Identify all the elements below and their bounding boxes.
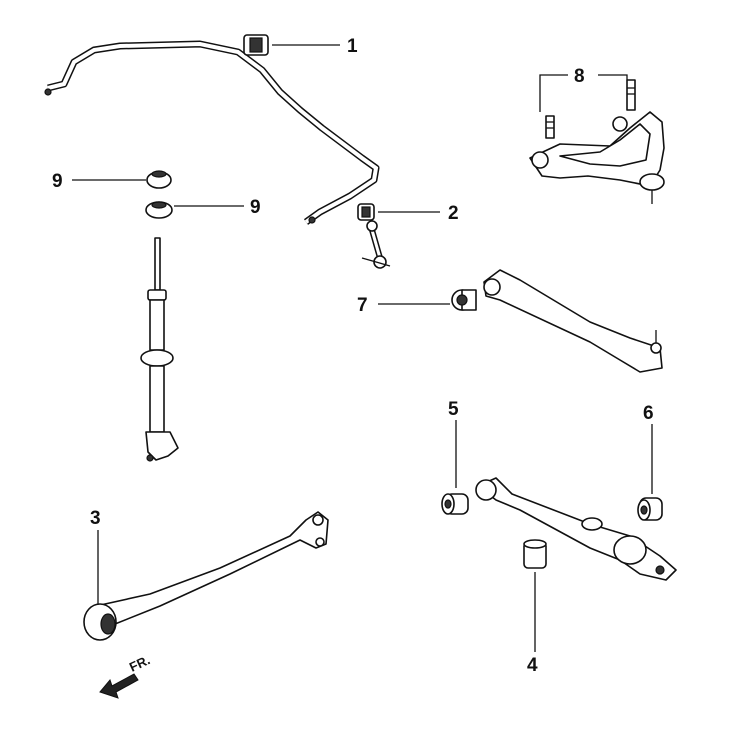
callout-6: 6	[643, 403, 654, 424]
callout-4: 4	[527, 655, 538, 676]
shock-absorber	[140, 237, 179, 462]
lower-arm-bushing-front-5	[441, 420, 469, 515]
callout-9-upper: 9	[52, 171, 63, 192]
front-direction-arrow-icon: FR.	[99, 652, 152, 699]
callout-2: 2	[448, 203, 459, 224]
callout-8: 8	[574, 66, 585, 87]
radius-rod-3	[83, 511, 329, 641]
shock-mount-bushing-lower	[145, 201, 244, 219]
lower-arm	[475, 477, 677, 581]
callout-9-lower: 9	[250, 197, 261, 218]
lower-arm-bushing-rear-4	[523, 539, 547, 652]
callout-7: 7	[357, 295, 368, 316]
stabilizer-bushing-1	[243, 34, 340, 56]
stabilizer-bar	[44, 40, 380, 225]
front-direction-label: FR.	[127, 652, 152, 674]
callout-1: 1	[347, 36, 358, 57]
callout-3: 3	[90, 508, 101, 529]
lower-arm-bushing-side-6	[637, 424, 663, 521]
stabilizer-link-2	[357, 203, 440, 269]
callout-5: 5	[448, 399, 459, 420]
compensator-arm-7	[378, 269, 663, 373]
upper-arm-8	[529, 74, 665, 204]
shock-mount-bushing-upper	[72, 170, 172, 189]
